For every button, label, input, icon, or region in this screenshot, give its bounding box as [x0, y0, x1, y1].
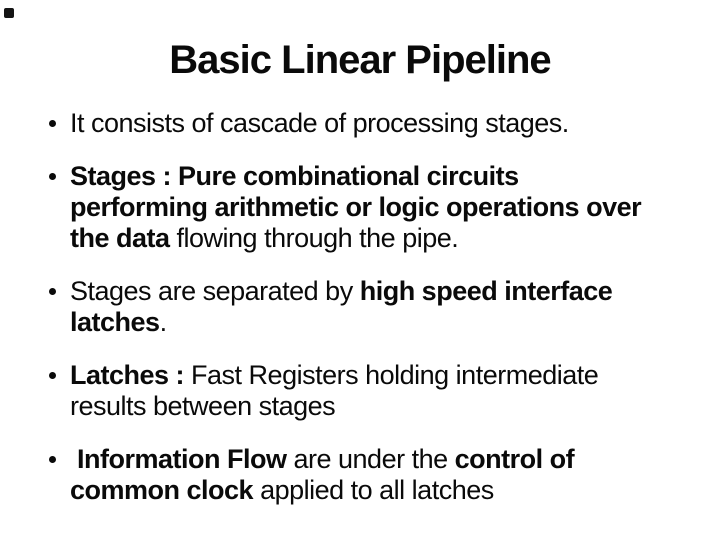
text-line: It consists of cascade of processing sta… [70, 108, 714, 139]
text-segment: high speed interface [359, 276, 613, 306]
bullet-text: Stages are separated by high speed inter… [70, 276, 714, 338]
text-line: the data flowing through the pipe. [70, 223, 714, 254]
slide-title: Basic Linear Pipeline [169, 38, 551, 82]
corner-mark [4, 8, 14, 18]
text-line: Latches : Fast Registers holding interme… [70, 360, 714, 391]
text-segment: . [159, 307, 168, 337]
text-line: Stages are separated by high speed inter… [70, 276, 714, 307]
bullet-dot [49, 120, 56, 127]
bullet-dot [49, 173, 56, 180]
text-segment: Latches : [70, 360, 185, 390]
text-segment: flowing through the pipe. [169, 223, 459, 253]
text-segment: results between stages [70, 391, 336, 421]
text-segment: It consists of cascade of processing sta… [70, 108, 569, 138]
text-segment: latches [70, 307, 160, 337]
text-line: performing arithmetic or logic operation… [70, 192, 714, 223]
text-segment: applied to all latches [253, 475, 494, 505]
bullet-text: Latches : Fast Registers holding interme… [70, 360, 714, 422]
bullet-item: Stages are separated by high speed inter… [47, 276, 714, 338]
text-line: common clock applied to all latches [70, 475, 714, 506]
bullet-text: It consists of cascade of processing sta… [70, 108, 714, 139]
bullet-item: It consists of cascade of processing sta… [47, 108, 714, 139]
bullet-item: Information Flow are under the control o… [47, 444, 714, 506]
text-line: Information Flow are under the control o… [70, 444, 714, 475]
bullet-item: Latches : Fast Registers holding interme… [47, 360, 714, 422]
bullet-text: Information Flow are under the control o… [70, 444, 714, 506]
bullet-dot [49, 456, 56, 463]
text-line: results between stages [70, 391, 714, 422]
text-segment: the data [70, 223, 170, 253]
text-segment: Fast Registers holding intermediate [184, 360, 599, 390]
text-segment [70, 444, 77, 474]
text-segment: control of [454, 444, 575, 474]
text-segment: are under the [286, 444, 455, 474]
bullet-dot [49, 372, 56, 379]
text-segment: Information Flow [77, 444, 287, 474]
text-segment: common clock [70, 475, 254, 505]
bullet-list: It consists of cascade of processing sta… [47, 108, 714, 506]
text-segment: Stages : Pure combinational circuits [70, 161, 519, 191]
text-line: Stages : Pure combinational circuits [70, 161, 714, 192]
text-segment: performing arithmetic or logic operation… [70, 192, 642, 222]
text-line: latches. [70, 307, 714, 338]
text-segment: Stages are separated by [70, 276, 360, 306]
bullet-dot [49, 288, 56, 295]
